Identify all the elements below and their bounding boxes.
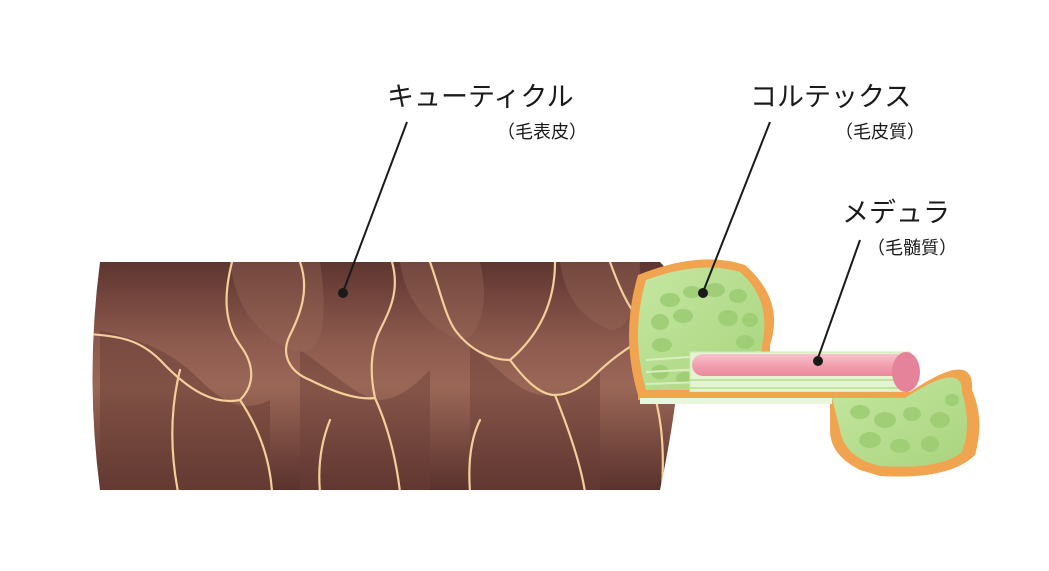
medulla-label: メデュラ bbox=[842, 198, 950, 229]
medulla-end bbox=[892, 352, 920, 392]
watermark: 知乎 @萌萌哒的美妈 bbox=[737, 514, 979, 544]
cuticle-label: キューティクル bbox=[387, 82, 574, 113]
medulla-rod bbox=[692, 354, 907, 376]
label-cortex: コルテックス （毛皮質） bbox=[750, 82, 925, 143]
cuticle-sublabel: （毛表皮） bbox=[497, 122, 587, 143]
cortex-label: コルテックス bbox=[750, 82, 911, 113]
medulla-sublabel: （毛髄質） bbox=[867, 238, 957, 259]
cuticle-dot bbox=[338, 288, 348, 298]
medulla-leader bbox=[818, 240, 860, 358]
cuticle-layer bbox=[88, 262, 680, 492]
cortex-sublabel: （毛皮質） bbox=[835, 122, 925, 143]
label-cuticle: キューティクル （毛表皮） bbox=[387, 82, 587, 143]
medulla-dot bbox=[813, 356, 823, 366]
label-medulla: メデュラ （毛髄質） bbox=[842, 198, 957, 259]
medulla-core bbox=[690, 352, 920, 392]
cortex-dot bbox=[698, 288, 708, 298]
